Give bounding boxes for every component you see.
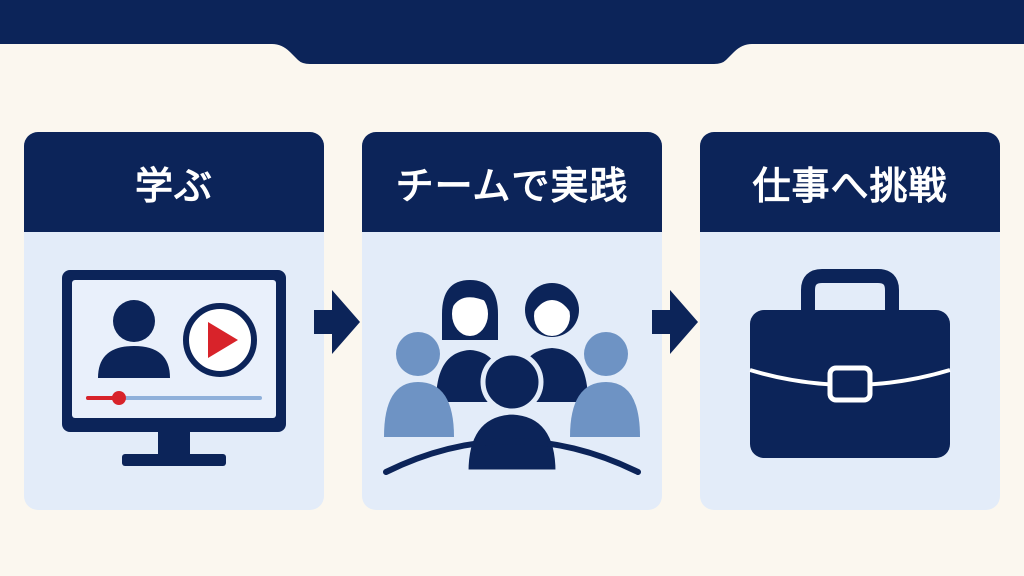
step-card-job-challenge: 仕事へ挑戦: [700, 132, 1000, 510]
video-progress-knob: [111, 391, 126, 405]
arrow-right-icon: [314, 290, 360, 354]
video-lesson-monitor-icon: [62, 270, 286, 466]
step-title: 仕事へ挑戦: [700, 132, 1000, 232]
arrow-right-icon: [652, 290, 698, 354]
team-group-icon: [383, 280, 641, 475]
step-card-learn: 学ぶ: [24, 132, 324, 510]
top-banner: [0, 0, 1024, 64]
step-card-team-practice: チームで実践: [362, 132, 662, 510]
step-title: チームで実践: [362, 132, 662, 232]
step-title: 学ぶ: [24, 132, 324, 232]
briefcase-icon: [749, 269, 951, 458]
